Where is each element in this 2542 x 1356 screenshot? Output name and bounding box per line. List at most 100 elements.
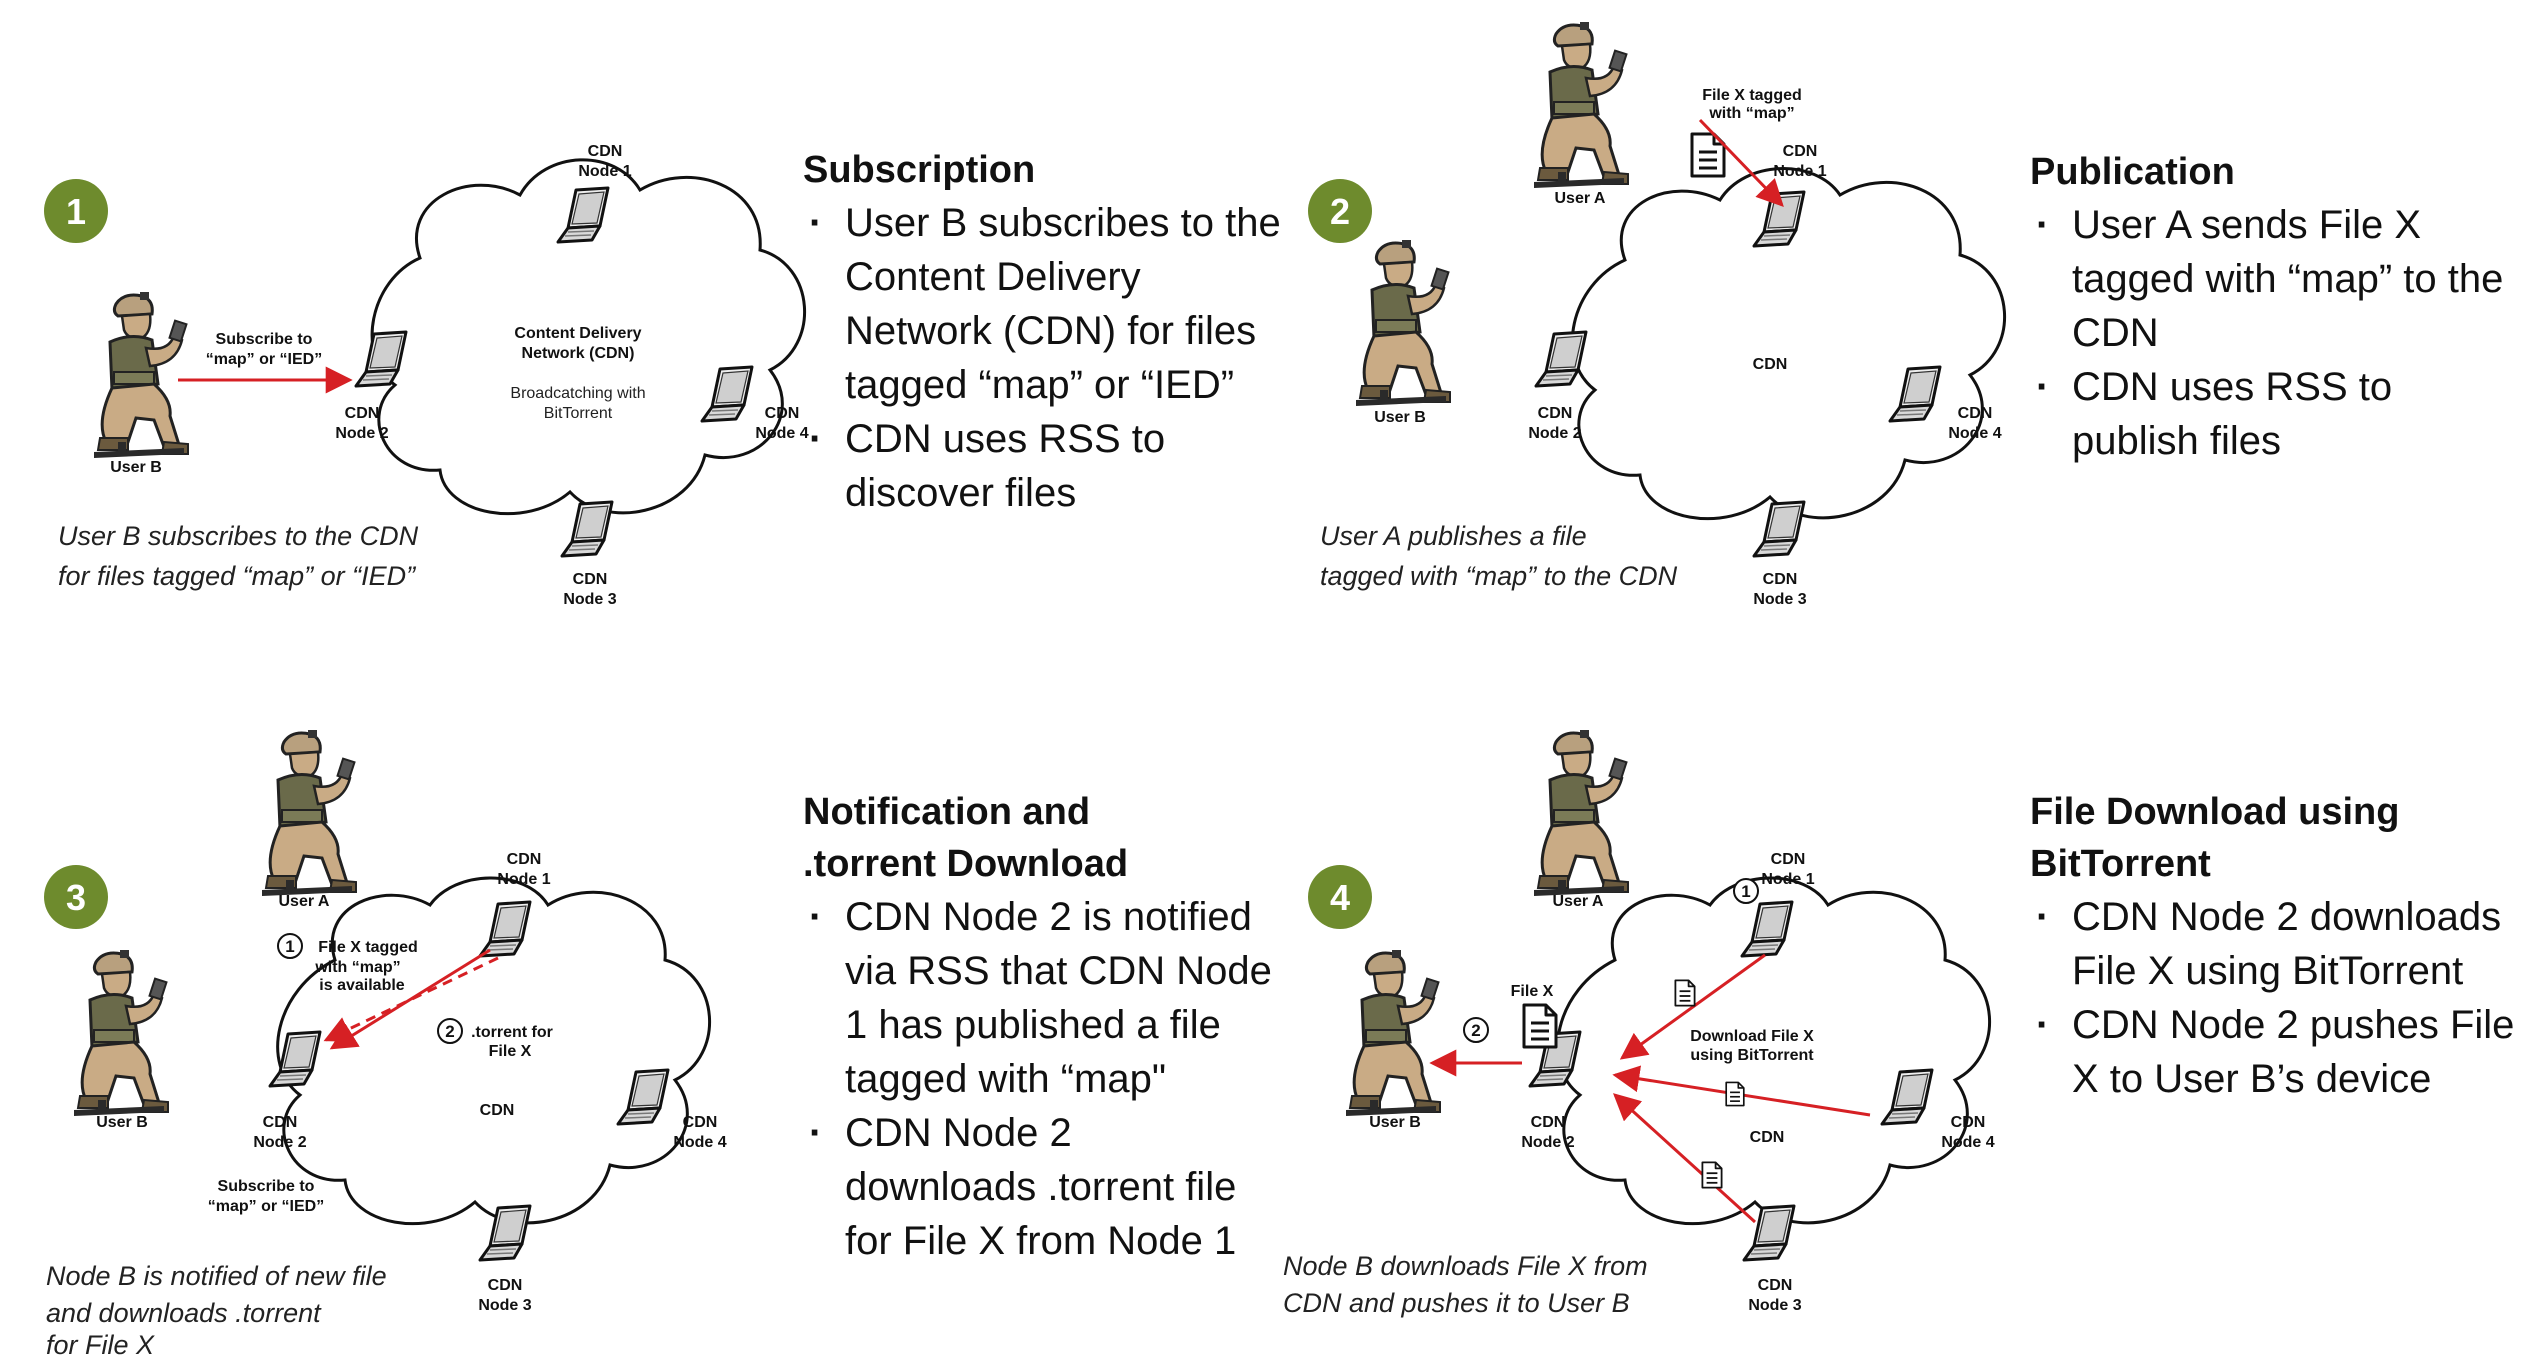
soldier-icon xyxy=(1354,238,1452,408)
node3-label-line-1: CDN xyxy=(573,571,608,588)
panel4-title-line-1: File Download using xyxy=(2030,791,2400,833)
node3-label-line-1: CDN xyxy=(488,1277,523,1294)
download-label-line-1: Download File X xyxy=(1690,1028,1814,1045)
panel-subscription: 1 Content Delivery Network (CDN) Broadca… xyxy=(44,143,809,608)
node1-label-line-1: CDN xyxy=(1771,851,1806,868)
cdn-cloud xyxy=(1571,167,2006,520)
step-badge-2-number: 2 xyxy=(1330,191,1350,232)
download-arrow-from-node3 xyxy=(1613,1093,1757,1224)
file-label-line-2: with “map” xyxy=(1708,105,1794,122)
panel4-bullets: CDN Node 2 downloads File X using BitTor… xyxy=(2030,890,2520,1106)
step-1-marker xyxy=(277,933,303,959)
step-2-marker xyxy=(1463,1017,1489,1043)
download-label-line-2: using BitTorrent xyxy=(1690,1047,1814,1064)
subscribe-label-line-2: “map” or “IED” xyxy=(208,1198,324,1215)
panel1-bullet-2: CDN uses RSS to discover files xyxy=(803,412,1283,520)
cloud-label: CDN xyxy=(1750,1129,1785,1146)
node4-label-line-2: Node 4 xyxy=(755,425,808,442)
panel2-bullet-2: CDN uses RSS to publish files xyxy=(2030,360,2520,468)
notify-arrow xyxy=(329,948,491,1050)
laptop-icon xyxy=(478,1204,532,1262)
cloud-subtitle-line-2: BitTorrent xyxy=(544,405,613,422)
cloud-subtitle-line-1: Broadcatching with xyxy=(510,385,645,402)
node2-label-line-1: CDN xyxy=(263,1114,298,1131)
cdn-cloud xyxy=(370,158,806,515)
node3-label-line-2: Node 3 xyxy=(1753,591,1806,608)
panel1-bullet-1: User B subscribes to the Content Deliver… xyxy=(803,196,1283,412)
panel1-title: Subscription xyxy=(803,149,1036,191)
subscribe-label-line-2: “map” or “IED” xyxy=(206,351,322,368)
panel3-bullets: CDN Node 2 is notified via RSS that CDN … xyxy=(803,890,1273,1268)
node4-label-line-1: CDN xyxy=(1951,1114,1986,1131)
caption-line-1: User B subscribes to the CDN xyxy=(58,521,419,551)
panel3-title-line-2: .torrent Download xyxy=(803,843,1129,885)
cdn-cloud xyxy=(276,876,711,1225)
caption-line-2: and downloads .torrent xyxy=(46,1298,322,1328)
user-b-label: User B xyxy=(110,459,162,476)
panel1-bullets: User B subscribes to the Content Deliver… xyxy=(803,196,1283,520)
node1-label-line-2: Node 1 xyxy=(1761,871,1814,888)
panel3-title-line-1: Notification and xyxy=(803,791,1091,833)
step-2-number: 2 xyxy=(1471,1021,1480,1040)
step1-label-line-3: is available xyxy=(319,977,404,994)
panel2-text: Publication User A sends File X tagged w… xyxy=(2030,146,2520,468)
node3-label-line-2: Node 3 xyxy=(563,591,616,608)
document-icon xyxy=(1522,1003,1558,1049)
step-badge-2 xyxy=(1308,179,1372,243)
cloud-label: CDN xyxy=(1753,356,1788,373)
step1-label-line-1: File X tagged xyxy=(318,939,418,956)
caption-line-2: tagged with “map” to the CDN xyxy=(1320,561,1678,591)
user-a-label: User A xyxy=(1553,893,1604,910)
node4-label-line-2: Node 4 xyxy=(1941,1134,1994,1151)
cloud-title-line-2: Network (CDN) xyxy=(522,345,635,362)
soldier-icon xyxy=(260,728,358,898)
step-1-marker xyxy=(1733,878,1759,904)
file-label: File X xyxy=(1511,983,1554,1000)
node1-label-line-2: Node 1 xyxy=(1773,163,1826,180)
node3-label-line-1: CDN xyxy=(1763,571,1798,588)
user-b-label: User B xyxy=(96,1114,148,1131)
soldier-icon xyxy=(72,948,170,1118)
cloud-label: CDN xyxy=(480,1102,515,1119)
node1-label-line-1: CDN xyxy=(588,143,623,160)
cloud-title-line-1: Content Delivery xyxy=(514,325,641,342)
soldier-icon xyxy=(92,290,190,460)
caption-line-3: for File X xyxy=(46,1330,155,1356)
caption-line-2: for files tagged “map” or “IED” xyxy=(58,561,416,591)
torrent-download-arrow xyxy=(323,956,499,1042)
node2-label-line-2: Node 2 xyxy=(335,425,388,442)
step-1-number: 1 xyxy=(285,937,294,956)
panel3-text: Notification and .torrent Download CDN N… xyxy=(803,786,1273,1268)
panel4-bullet-1: CDN Node 2 downloads File X using BitTor… xyxy=(2030,890,2520,998)
node4-label-line-2: Node 4 xyxy=(673,1134,726,1151)
caption-line-1: Node B downloads File X from xyxy=(1283,1251,1648,1281)
caption-line-1: Node B is notified of new file xyxy=(46,1261,387,1291)
document-fragment-icon xyxy=(1725,1081,1745,1107)
node4-label-line-1: CDN xyxy=(683,1114,718,1131)
node4-label-line-1: CDN xyxy=(765,405,800,422)
node2-label-line-2: Node 2 xyxy=(253,1134,306,1151)
step-badge-3 xyxy=(44,865,108,929)
node1-label-line-1: CDN xyxy=(507,851,542,868)
node3-label-line-2: Node 3 xyxy=(1748,1297,1801,1314)
panel4-text: File Download using BitTorrent CDN Node … xyxy=(2030,786,2520,1106)
user-b-label: User B xyxy=(1369,1114,1421,1131)
panel2-bullets: User A sends File X tagged with “map” to… xyxy=(2030,198,2520,468)
node2-label-line-2: Node 2 xyxy=(1521,1134,1574,1151)
panel2-bullet-1: User A sends File X tagged with “map” to… xyxy=(2030,198,2520,360)
step1-label-line-2: with “map” xyxy=(314,959,400,976)
node3-label-line-2: Node 3 xyxy=(478,1297,531,1314)
step2-label-line-2: File X xyxy=(489,1043,532,1060)
subscribe-label-line-1: Subscribe to xyxy=(216,331,313,348)
node3-label-line-1: CDN xyxy=(1758,1277,1793,1294)
node4-label-line-2: Node 4 xyxy=(1948,425,2001,442)
laptop-icon xyxy=(1752,500,1806,558)
panel3-bullet-1: CDN Node 2 is notified via RSS that CDN … xyxy=(803,890,1273,1106)
node1-label-line-2: Node 1 xyxy=(497,871,550,888)
user-b-label: User B xyxy=(1374,409,1426,426)
caption-line-2: CDN and pushes it to User B xyxy=(1283,1288,1630,1318)
panel4-title-line-2: BitTorrent xyxy=(2030,843,2211,885)
node1-label-line-1: CDN xyxy=(1783,143,1818,160)
panel4-bullet-2: CDN Node 2 pushes File X to User B’s dev… xyxy=(2030,998,2520,1106)
soldier-icon xyxy=(1344,948,1442,1118)
